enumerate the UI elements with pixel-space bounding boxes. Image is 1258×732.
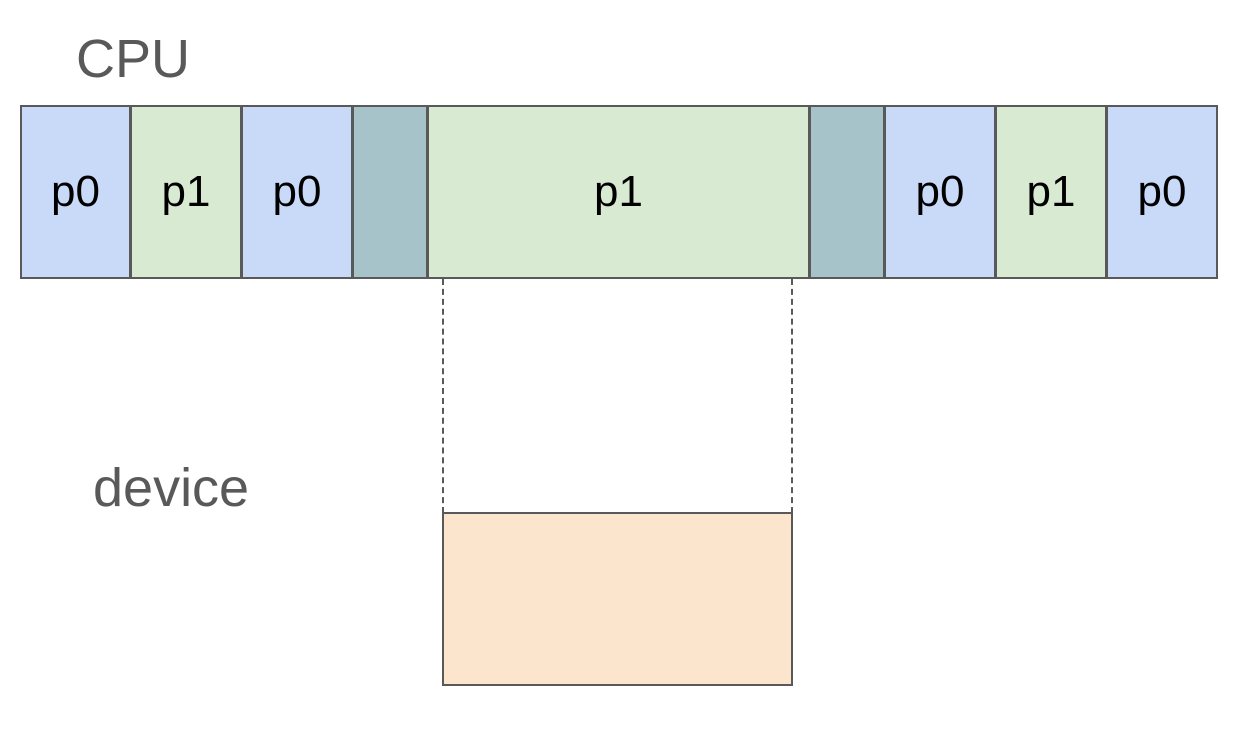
device-label: device — [93, 458, 250, 518]
device-block — [442, 512, 793, 686]
cpu-segment-switch — [353, 105, 428, 279]
cpu-segment-p1: p1 — [428, 105, 810, 279]
cpu-segment-p1: p1 — [131, 105, 242, 279]
segment-label: p0 — [1137, 167, 1187, 216]
cpu-segment-p0: p0 — [242, 105, 353, 279]
cpu-segment-p0: p0 — [20, 105, 131, 279]
cpu-timeline: p0 p1 p0 p1 p0 p1 p0 — [20, 105, 1218, 279]
cpu-label: CPU — [76, 29, 191, 89]
cpu-segment-p0: p0 — [1107, 105, 1218, 279]
cpu-segment-p1: p1 — [996, 105, 1107, 279]
segment-label: p0 — [272, 167, 322, 216]
segment-label: p0 — [915, 167, 965, 216]
segment-label: p1 — [1026, 167, 1076, 216]
segment-label: p0 — [51, 167, 100, 216]
cpu-segment-p0: p0 — [885, 105, 996, 279]
dashed-connector-right — [791, 279, 793, 513]
cpu-segment-switch — [810, 105, 885, 279]
segment-label: p1 — [594, 167, 643, 216]
segment-label: p1 — [161, 167, 211, 216]
dashed-connector-left — [442, 279, 444, 513]
